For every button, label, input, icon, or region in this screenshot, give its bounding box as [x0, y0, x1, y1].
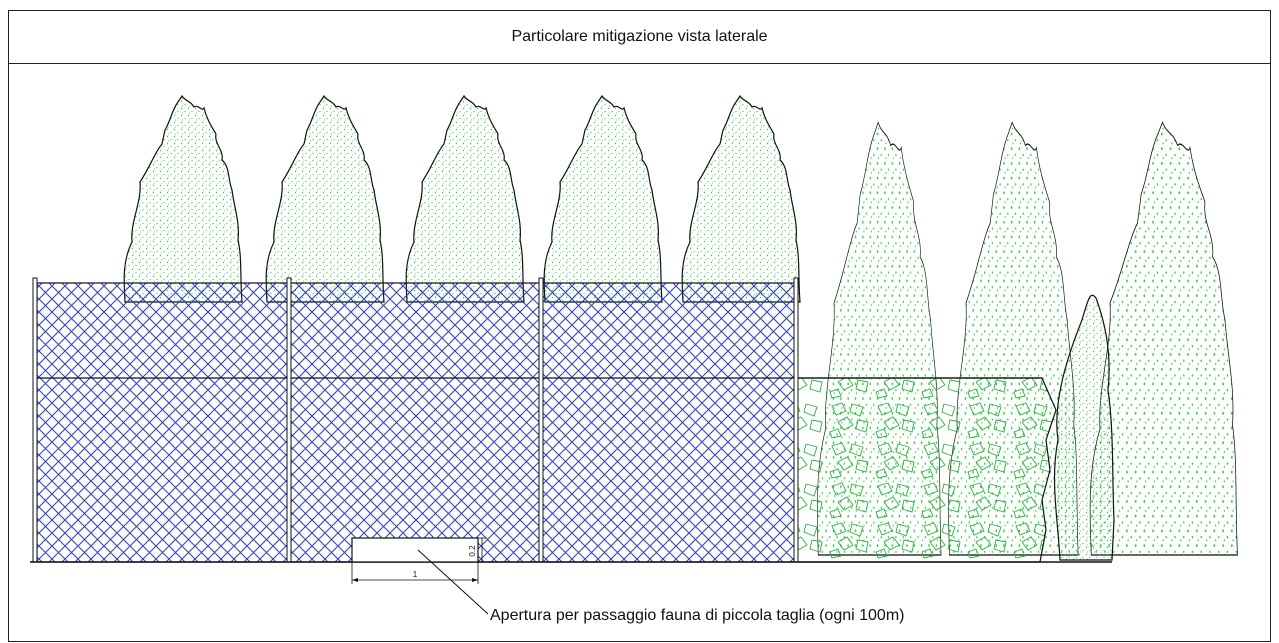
tree-1: [123, 95, 243, 303]
height-dimension: 0.2: [468, 545, 477, 557]
drawing-frame: Particolare mitigazione vista laterale: [8, 10, 1271, 642]
tree-5: [681, 95, 801, 303]
drawing-title: Particolare mitigazione vista laterale: [9, 11, 1270, 64]
hedge: [795, 377, 1057, 563]
fence-panel-1: [36, 282, 290, 563]
width-dimension: 1: [413, 570, 418, 579]
tree-9: [1053, 294, 1115, 561]
fence-post-3: [538, 277, 544, 563]
opening-rect: [351, 537, 479, 563]
animal-opening: 1 0.2 Apertura per passaggio fauna di pi…: [351, 537, 904, 624]
fence-post-1: [32, 277, 38, 563]
fence-post-4: [793, 277, 799, 563]
fence-post-2: [286, 277, 292, 563]
opening-label: Apertura per passaggio fauna di piccola …: [490, 607, 904, 624]
tree-2: [265, 95, 385, 303]
tree-4: [543, 95, 663, 303]
fence-panel-3: [540, 282, 797, 563]
fence-panel-2: [288, 282, 542, 563]
fence: [30, 277, 1112, 563]
tree-3: [405, 95, 525, 303]
leader-line: [417, 549, 489, 615]
tree-row: [123, 95, 1239, 561]
